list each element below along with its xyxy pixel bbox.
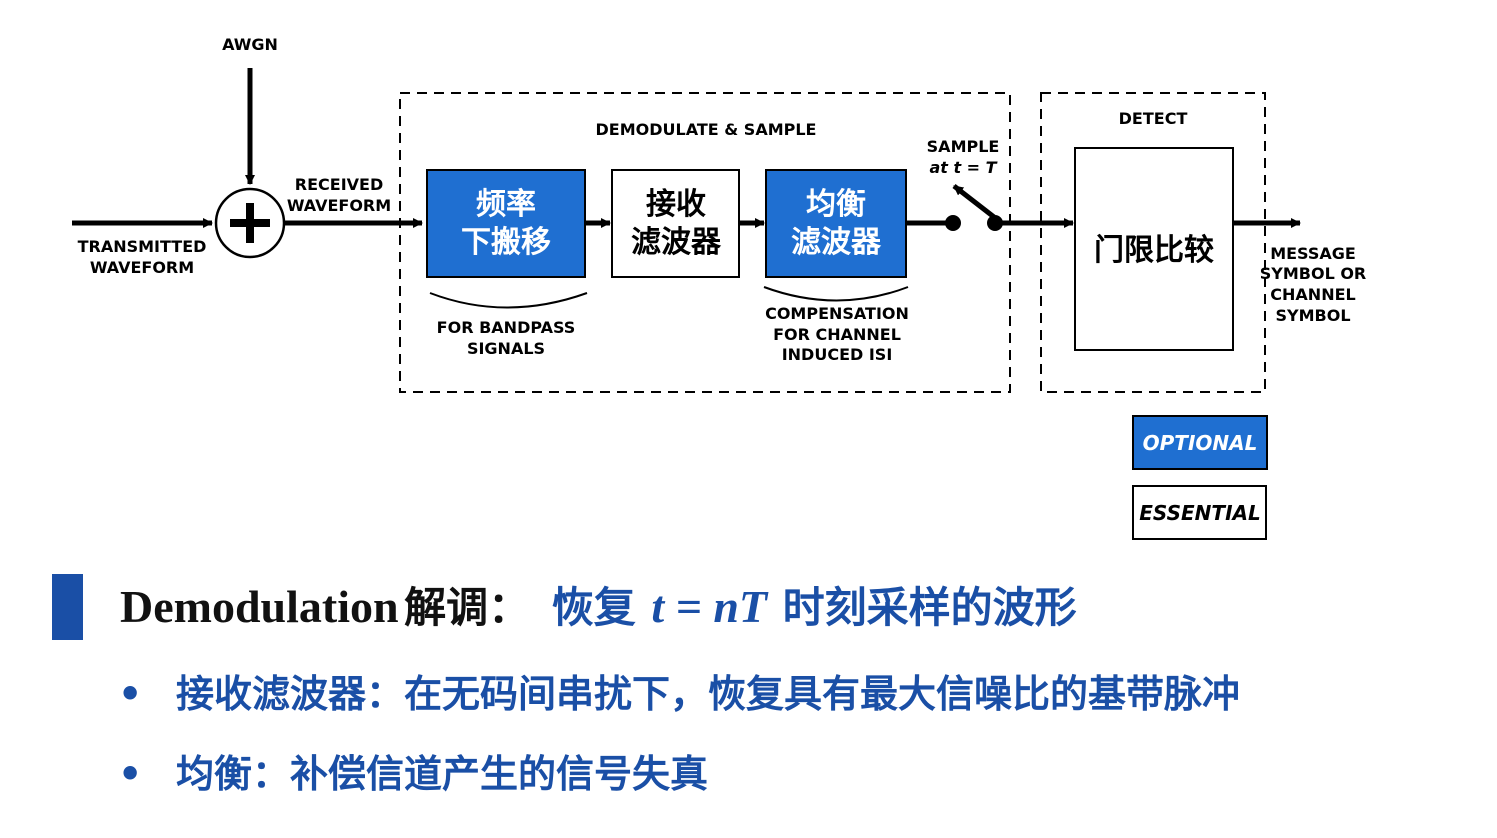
freq-downconvert-label-1: 频率 bbox=[476, 187, 536, 222]
legend-optional-label: OPTIONAL bbox=[1143, 431, 1258, 455]
receive-filter-label-1: 接收 bbox=[646, 187, 706, 222]
heading-accent-bar bbox=[52, 574, 83, 640]
compensation-note-2: FOR CHANNEL bbox=[773, 325, 901, 344]
bullet-dot-icon: • bbox=[118, 752, 143, 796]
sample-label-2: at t = T bbox=[929, 158, 997, 177]
heading-math: t = nT bbox=[651, 581, 768, 632]
bandpass-brace bbox=[429, 292, 588, 309]
output-label-3: CHANNEL bbox=[1270, 285, 1355, 304]
output-label-2: SYMBOL OR bbox=[1260, 264, 1367, 283]
threshold-label: 门限比较 bbox=[1094, 233, 1214, 268]
received-label: RECEIVED bbox=[295, 175, 383, 194]
bullet-text-2: 均衡：补偿信道产生的信号失真 bbox=[176, 752, 709, 796]
bullet-dot-icon: • bbox=[118, 672, 143, 716]
detect-section-title: DETECT bbox=[1119, 109, 1188, 128]
receive-filter-label-2: 滤波器 bbox=[631, 225, 722, 260]
demod-section-frame bbox=[399, 92, 1011, 393]
bullet-text-1: 接收滤波器：在无码间串扰下，恢复具有最大信噪比的基带脉冲 bbox=[176, 672, 1241, 716]
section-heading: Demodulation 解调： 恢复 t = nT 时刻采样的波形 bbox=[120, 574, 1077, 640]
bandpass-note-2: SIGNALS bbox=[467, 339, 545, 358]
equalizer-block bbox=[765, 169, 907, 278]
heading-latin: Demodulation bbox=[120, 581, 399, 632]
legend-optional-swatch bbox=[1132, 415, 1268, 470]
output-label-4: SYMBOL bbox=[1275, 306, 1350, 325]
demod-section-title: DEMODULATE & SAMPLE bbox=[596, 120, 817, 139]
equalizer-label-1: 均衡 bbox=[806, 187, 866, 222]
compensation-brace bbox=[763, 286, 909, 302]
compensation-note-1: COMPENSATION bbox=[765, 304, 909, 323]
threshold-block bbox=[1074, 147, 1234, 351]
heading-blue-1: 恢复 bbox=[551, 583, 636, 632]
receiver-block-diagram: AWGN TRANSMITTED WAVEFORM RECEIVED WAVEF… bbox=[72, 35, 1367, 540]
output-label-1: MESSAGE bbox=[1270, 244, 1356, 263]
transmitted-label: TRANSMITTED bbox=[78, 237, 207, 256]
bandpass-note-1: FOR BANDPASS bbox=[437, 318, 576, 337]
detect-section-frame bbox=[1040, 92, 1266, 393]
received-label-2: WAVEFORM bbox=[287, 196, 391, 215]
sample-label-1: SAMPLE bbox=[927, 137, 1000, 156]
transmitted-label-2: WAVEFORM bbox=[90, 258, 194, 277]
freq-downconvert-label-2: 下搬移 bbox=[461, 225, 551, 260]
summer-icon bbox=[214, 187, 286, 259]
freq-downconvert-block bbox=[426, 169, 586, 278]
equalizer-label-2: 滤波器 bbox=[791, 225, 882, 260]
legend-essential-swatch bbox=[1132, 485, 1267, 540]
sampler-switch-icon bbox=[945, 184, 1003, 231]
bullet-item-1: • 接收滤波器：在无码间串扰下，恢复具有最大信噪比的基带脉冲 bbox=[118, 664, 1240, 724]
receive-filter-block bbox=[611, 169, 740, 278]
heading-blue-2: 时刻采样的波形 bbox=[782, 583, 1077, 632]
legend-essential-label: ESSENTIAL bbox=[1139, 501, 1260, 525]
bullet-item-2: • 均衡：补偿信道产生的信号失真 bbox=[118, 744, 708, 804]
awgn-label: AWGN bbox=[222, 35, 278, 54]
heading-cjk: 解调： bbox=[404, 583, 531, 632]
compensation-note-3: INDUCED ISI bbox=[782, 345, 893, 364]
